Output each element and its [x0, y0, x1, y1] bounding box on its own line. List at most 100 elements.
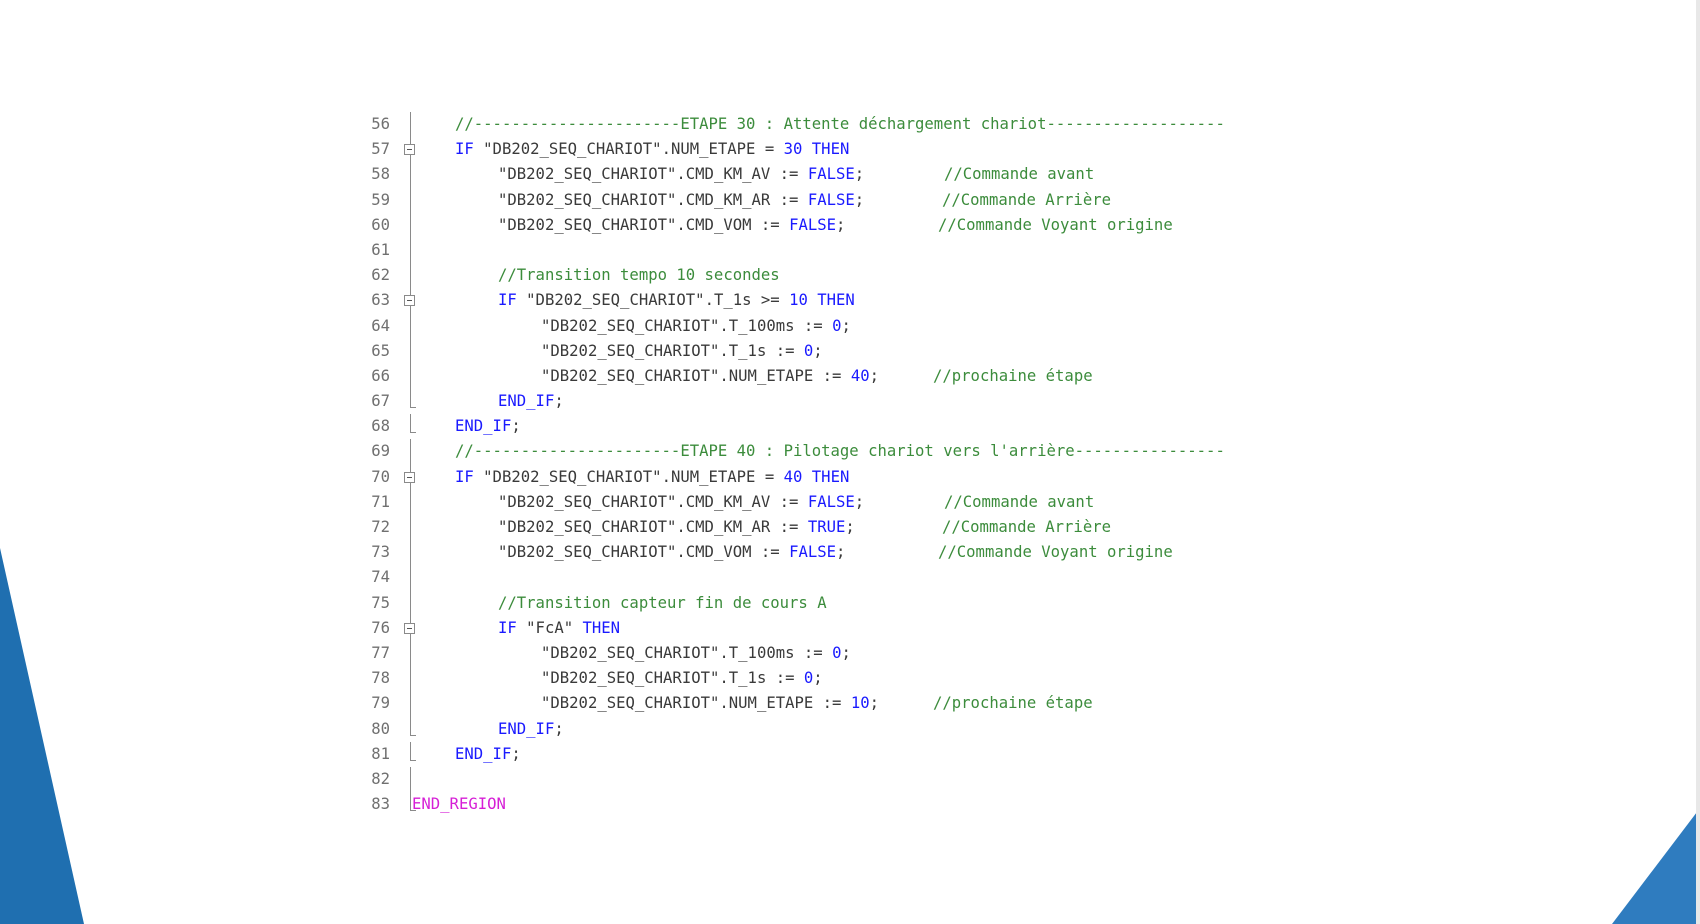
code-text: END_IF;: [498, 717, 564, 742]
line-number: 79: [371, 694, 390, 713]
line-number: 57: [371, 140, 390, 159]
code-identifier: T_100ms: [728, 316, 795, 335]
code-punctuation: ;: [854, 492, 865, 511]
fold-collapse-icon[interactable]: [403, 615, 417, 641]
fold-collapse-icon[interactable]: [403, 464, 417, 490]
code-identifier: CMD_KM_AR: [685, 190, 771, 209]
line-number: 60: [371, 215, 390, 234]
fold-guide: [403, 691, 417, 717]
code-comment: //----------------------ETAPE 40 : Pilot…: [455, 442, 1225, 461]
code-punctuation: .: [719, 669, 729, 688]
code-keyword: END_IF: [455, 744, 512, 763]
code-identifier: CMD_KM_AR: [685, 518, 771, 536]
line-number: 69: [371, 442, 390, 461]
code-punctuation: :=: [813, 694, 851, 713]
code-number: 0: [832, 643, 842, 662]
code-identifier: NUM_ETAPE: [728, 694, 814, 713]
fold-guide: [403, 338, 417, 364]
code-punctuation: ;: [511, 417, 521, 436]
code-string: "FcA": [526, 618, 574, 637]
code-string: "DB202_SEQ_CHARIOT": [498, 215, 677, 234]
code-punctuation: ;: [869, 694, 880, 713]
code-keyword: END_IF: [498, 719, 555, 738]
code-text: "DB202_SEQ_CHARIOT".NUM_ETAPE := 10;: [541, 691, 879, 716]
code-punctuation: ;: [841, 316, 851, 335]
code-comment: //Transition tempo 10 secondes: [498, 266, 780, 285]
code-punctuation: .: [661, 467, 671, 486]
line-number: 70: [371, 467, 390, 486]
line-number: 76: [371, 618, 390, 637]
code-text: "DB202_SEQ_CHARIOT".CMD_KM_AV := FALSE;: [498, 162, 864, 187]
code-punctuation: [573, 619, 582, 637]
line-number: 77: [371, 643, 390, 662]
code-comment: //Commande Voyant origine: [938, 215, 1173, 234]
code-string: "DB202_SEQ_CHARIOT": [483, 467, 662, 486]
code-punctuation: ;: [554, 719, 564, 738]
code-comment: //prochaine étape: [933, 366, 1093, 385]
code-keyword: IF: [455, 140, 474, 159]
fold-collapse-icon[interactable]: [403, 288, 417, 314]
fold-guide: [403, 515, 417, 541]
code-comment: //Commande Arrière: [942, 518, 1111, 536]
code-punctuation: .: [719, 643, 729, 662]
line-number: 80: [371, 719, 390, 738]
code-comment: //prochaine étape: [933, 694, 1093, 713]
fold-guide: [403, 565, 417, 591]
code-keyword: THEN: [811, 140, 850, 159]
code-number: 0: [803, 669, 814, 688]
code-text: "DB202_SEQ_CHARIOT".NUM_ETAPE := 40;: [541, 364, 879, 389]
fold-guide: [403, 590, 417, 616]
code-identifier: T_1s: [728, 669, 767, 688]
code-keyword: END_IF: [498, 392, 555, 411]
code-keyword: FALSE: [807, 165, 855, 184]
line-number: 67: [371, 392, 390, 411]
code-string: "DB202_SEQ_CHARIOT": [526, 291, 705, 310]
code-number: 0: [803, 341, 814, 360]
code-comment: //Transition capteur fin de cours A: [498, 593, 827, 612]
code-string: "DB202_SEQ_CHARIOT": [541, 694, 720, 713]
code-punctuation: :=: [794, 316, 833, 335]
code-punctuation: ;: [845, 518, 855, 536]
code-text: END_IF;: [498, 389, 564, 414]
code-punctuation: >=: [751, 291, 790, 310]
code-text: //----------------------ETAPE 40 : Pilot…: [455, 439, 1225, 464]
code-text: //Transition tempo 10 secondes: [498, 263, 780, 288]
code-string: "DB202_SEQ_CHARIOT": [541, 341, 720, 360]
fold-guide: [403, 640, 417, 667]
line-number: 83: [371, 795, 390, 814]
code-keyword: THEN: [582, 618, 621, 637]
line-number: 58: [371, 165, 390, 184]
code-punctuation: ;: [836, 543, 846, 562]
code-punctuation: ;: [836, 215, 846, 234]
code-text: "DB202_SEQ_CHARIOT".T_100ms := 0;: [541, 314, 851, 339]
code-text: IF "DB202_SEQ_CHARIOT".NUM_ETAPE = 40 TH…: [455, 465, 849, 490]
code-punctuation: .: [676, 190, 686, 209]
code-punctuation: :=: [770, 165, 808, 184]
fold-guide: [403, 212, 417, 238]
code-keyword: FALSE: [807, 492, 855, 511]
right-blue-triangle: [1612, 808, 1700, 924]
code-identifier: NUM_ETAPE: [670, 467, 756, 486]
fold-collapse-icon[interactable]: [403, 137, 417, 163]
code-number: 10: [789, 291, 808, 310]
fold-guide: [403, 112, 417, 138]
code-text: END_REGION: [412, 792, 506, 817]
code-punctuation: [474, 468, 483, 486]
code-punctuation: .: [704, 291, 714, 310]
code-punctuation: [802, 140, 811, 158]
code-punctuation: :=: [766, 669, 804, 688]
fold-guide: [403, 263, 417, 289]
code-number: 10: [850, 694, 870, 713]
code-identifier: NUM_ETAPE: [670, 140, 756, 159]
code-punctuation: ;: [854, 190, 865, 209]
code-punctuation: .: [719, 341, 729, 360]
code-string: "DB202_SEQ_CHARIOT": [541, 643, 720, 662]
code-text: //Transition capteur fin de cours A: [498, 591, 827, 616]
line-number: 63: [371, 291, 390, 310]
code-identifier: CMD_VOM: [685, 215, 752, 234]
line-number: 56: [371, 115, 390, 133]
code-punctuation: .: [676, 492, 686, 511]
line-number: 71: [371, 492, 390, 511]
code-text: "DB202_SEQ_CHARIOT".CMD_KM_AV := FALSE;: [498, 490, 864, 515]
